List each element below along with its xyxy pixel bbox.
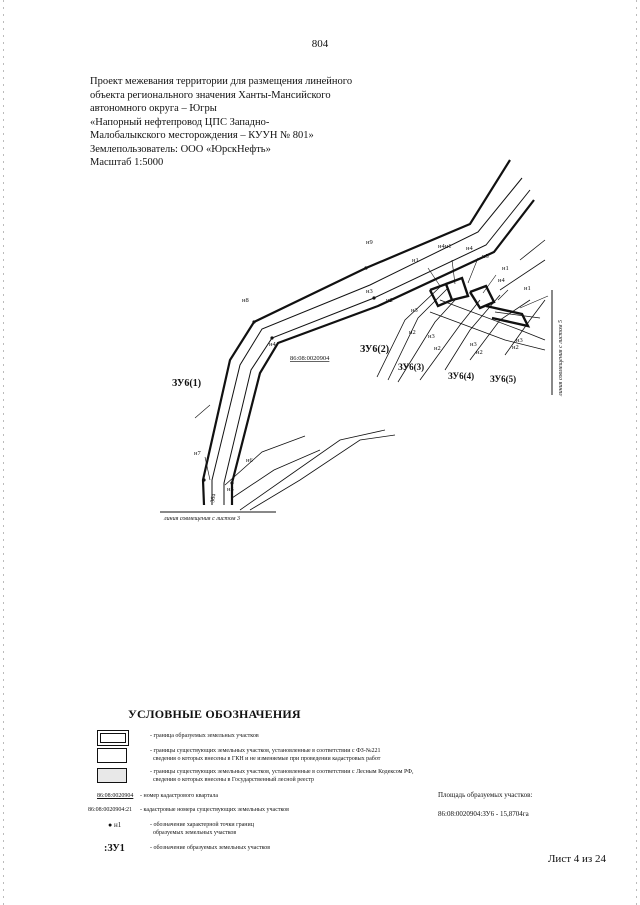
- point-label: н7: [194, 450, 201, 457]
- legend-sample-cadastral: 86:08:0020904:21: [88, 807, 133, 813]
- legend-text: - обозначение характерной точки границ о…: [150, 822, 254, 836]
- header-line: объекта регионального значения Ханты-Ман…: [90, 89, 331, 101]
- point-label: н3: [516, 337, 523, 344]
- legend-sample-plot: :ЗУ1: [104, 843, 125, 854]
- bottom-match-label: линия совмещения с листом 3: [163, 516, 240, 522]
- legend-sample-quarter: 86:08:0020904: [97, 793, 134, 799]
- legend-text: - номер кадастрового квартала: [140, 793, 219, 799]
- point-label: н3: [366, 288, 373, 295]
- header-line: Малобалыкского месторождения – КУУН № 80…: [90, 130, 314, 141]
- header-line: Землепользователь: ООО «ЮрскНефть»: [90, 143, 271, 155]
- point-label: н3: [428, 333, 435, 340]
- plot-label: ЗУ6(2): [360, 344, 389, 355]
- point-label: н4: [269, 341, 276, 348]
- legend-text: - обозначение образуемых земельных участ…: [150, 845, 271, 851]
- legend-text: - кадастровые номера существующих земель…: [140, 807, 289, 813]
- point-label: н2: [409, 329, 416, 336]
- right-edge-dots: [636, 0, 637, 905]
- point-label: н3: [411, 307, 418, 314]
- document-header: Проект межевания территории для размещен…: [90, 75, 352, 170]
- plot-blocks: [428, 276, 531, 328]
- left-edge-dots: [3, 0, 4, 905]
- point-label: н4: [466, 245, 473, 252]
- point-label: н5: [227, 486, 234, 493]
- legend-swatch-new-plot: [97, 730, 129, 746]
- legend-swatch-existing-221: [97, 748, 127, 763]
- point-label: н1: [524, 285, 531, 292]
- small-label: 364: [210, 493, 217, 503]
- point-label: н2: [386, 297, 393, 304]
- area-value: 86:08:0020904:ЗУ6 - 15,8704га: [438, 810, 529, 818]
- point-label: н4: [498, 277, 505, 284]
- point-label: н9: [366, 239, 373, 246]
- point-label: н3: [470, 341, 477, 348]
- legend-text: - граница образуемых земельных участков: [150, 733, 259, 739]
- plot-label: ЗУ6(3): [398, 362, 424, 372]
- legend-swatch-existing-forest: [97, 768, 127, 783]
- legend-title: УСЛОВНЫЕ ОБОЗНАЧЕНИЯ: [128, 707, 301, 721]
- point-label: н8: [242, 297, 249, 304]
- point-label: н1: [502, 265, 509, 272]
- sheet-number: Лист 4 из 24: [547, 853, 606, 865]
- point-label: н1: [412, 257, 419, 264]
- point-label: н2: [434, 345, 441, 352]
- plot-label: ЗУ6(4): [448, 371, 474, 381]
- point-label: н4н1: [438, 243, 451, 250]
- plot-label: ЗУ6(1): [172, 378, 201, 389]
- point-label: н2: [476, 349, 483, 356]
- plot-label: ЗУ6(5): [490, 374, 516, 384]
- header-line: автономного округа – Югры: [90, 103, 217, 114]
- header-line: Масштаб 1:5000: [90, 157, 164, 168]
- point-label: н5: [482, 253, 489, 260]
- legend-text: - границы существующих земельных участко…: [150, 748, 381, 762]
- right-match-label: линия совмещения с листом 5: [558, 320, 564, 397]
- point-label: н6: [246, 457, 253, 464]
- point-label: н2: [512, 344, 519, 351]
- leader-lines: [194, 257, 549, 481]
- header-line: Проект межевания территории для размещен…: [90, 76, 353, 87]
- legend-sample-point: ● н1: [108, 821, 122, 829]
- vertex-markers: [202, 266, 376, 485]
- area-title: Площадь образуемых участков:: [438, 791, 533, 799]
- page-number: 804: [311, 38, 329, 50]
- header-line: «Напорный нефтепровод ЦПС Западно-: [90, 116, 270, 128]
- legend-text: - границы существующих земельных участко…: [150, 769, 414, 783]
- quarter-number: 86:08:0020904: [290, 355, 330, 362]
